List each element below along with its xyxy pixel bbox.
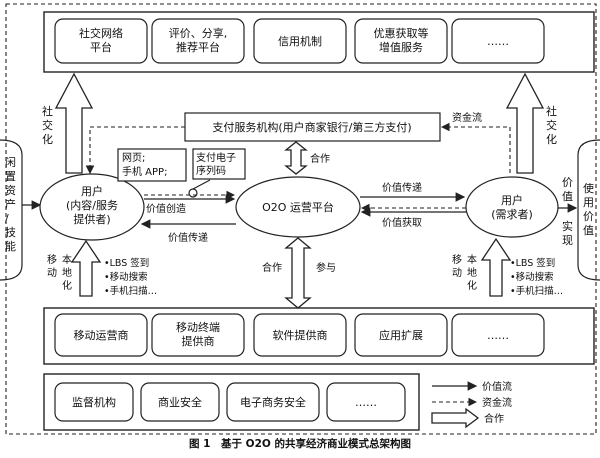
participate-label: 参与 xyxy=(316,261,336,274)
regulator-ecommerce-security xyxy=(226,382,320,422)
legend-capital-flow-label: 资金流 xyxy=(482,396,512,409)
value-gain-label: 价值获取 xyxy=(382,216,422,229)
use-value-bracket xyxy=(577,139,600,281)
partner-mobile-operator xyxy=(54,313,148,357)
capital-flow-top-label: 资金流 xyxy=(452,111,482,124)
platform-credit xyxy=(253,18,347,64)
partner-app-extension-label: 应用扩展 xyxy=(379,328,423,342)
mobile-local-right-label: 本移动地化 xyxy=(452,253,477,292)
legend-coop-label: 合作 xyxy=(484,412,504,425)
value-realize-label: 价值实现 xyxy=(562,176,573,247)
platform-credit-label: 信用机制 xyxy=(278,34,322,48)
partner-mobile-operator-label: 移动运营商 xyxy=(74,328,129,342)
regulator-business-security-label: 商业安全 xyxy=(158,395,202,409)
mobile-arrow-left xyxy=(70,239,102,297)
coop-arrow-bottom xyxy=(284,237,312,309)
platform-review-share-label: 评价、分享,推荐平台 xyxy=(169,26,228,54)
value-create-label: 价值创造 xyxy=(146,202,186,215)
idle-assets-label: 闲置资产/技能 xyxy=(5,155,16,253)
outer-frame xyxy=(5,3,597,435)
figure-caption: 图 1 基于 O2O 的共享经济商业模式总架构图 xyxy=(189,437,411,450)
platform-social-network xyxy=(54,18,148,64)
use-value-label: 使用价值 xyxy=(583,182,594,237)
top-platform-items: 社交网络平台 评价、分享,推荐平台 信用机制 优惠获取等增值服务 …… xyxy=(54,18,545,64)
regulator-more-label: …… xyxy=(355,396,377,409)
provider-user-label: 用户(内容/服务提供者) xyxy=(66,184,118,226)
regulator-supervision-label: 监督机构 xyxy=(72,395,116,409)
legend: 价值流 资金流 合作 xyxy=(431,380,512,429)
social-right-label: 社交化 xyxy=(546,104,557,146)
legend-coop-arrow xyxy=(431,407,480,429)
partner-terminal-provider-label: 移动终端提供商 xyxy=(176,320,220,348)
provider-user-ellipse xyxy=(39,173,145,241)
capital-flow-from-demand xyxy=(440,122,511,173)
partner-software-provider-label: 软件提供商 xyxy=(273,328,328,342)
junction-connector xyxy=(192,179,211,190)
regulator-business-security xyxy=(140,382,220,422)
partner-terminal-provider xyxy=(151,313,245,357)
coop-bottom-label: 合作 xyxy=(262,261,282,274)
mobile-local-left-label: 本移动地化 xyxy=(47,253,72,292)
partner-more-label: …… xyxy=(487,329,509,342)
platform-more-label: …… xyxy=(487,35,509,48)
partner-app-extension xyxy=(354,313,448,357)
junction-circle xyxy=(188,188,198,198)
o2o-platform-ellipse xyxy=(235,176,361,238)
demand-user-ellipse xyxy=(465,176,559,238)
regulator-group xyxy=(43,373,420,431)
platform-value-added xyxy=(354,18,448,64)
regulator-more xyxy=(326,382,406,422)
social-arrow-left xyxy=(54,72,94,174)
legend-value-flow-label: 价值流 xyxy=(482,380,512,393)
partner-group xyxy=(43,307,595,365)
pay-serial-label: 支付电子序列码 xyxy=(196,151,236,177)
partner-items: 移动运营商 移动终端提供商 软件提供商 应用扩展 …… xyxy=(54,313,545,357)
capital-flow-to-provider xyxy=(85,126,185,175)
web-app-label: 网页;手机 APP; xyxy=(122,152,167,178)
platform-review-share xyxy=(151,18,245,64)
payment-service-label: 支付服务机构(用户商家银行/第三方支付) xyxy=(212,120,411,134)
regulator-items: 监督机构 商业安全 电子商务安全 …… xyxy=(54,382,406,422)
idle-assets-bracket xyxy=(0,139,23,281)
value-pass-bottom-label: 价值传递 xyxy=(168,231,208,244)
coop-arrow-top xyxy=(284,141,308,175)
lbs-list-left: •LBS 签到•移动搜索•手机扫描… xyxy=(104,257,157,297)
pay-serial-box xyxy=(192,148,246,180)
regulator-ecommerce-security-label: 电子商务安全 xyxy=(240,395,306,409)
partner-software-provider xyxy=(253,313,347,357)
platform-value-added-label: 优惠获取等增值服务 xyxy=(374,26,429,54)
o2o-platform-label: O2O 运营平台 xyxy=(262,200,334,214)
social-left-label: 社交化 xyxy=(42,104,53,146)
demand-user-label: 用户(需求者) xyxy=(491,193,533,221)
mobile-arrow-right xyxy=(480,237,512,297)
platform-social-network-label: 社交网络平台 xyxy=(79,26,123,54)
coop-top-label: 合作 xyxy=(310,152,330,165)
social-arrow-right xyxy=(505,72,545,174)
lbs-list-right: •LBS 签到•移动搜索•手机扫描… xyxy=(510,257,563,297)
regulator-supervision xyxy=(54,382,134,422)
web-app-box xyxy=(117,148,187,182)
value-pass-right-label: 价值传递 xyxy=(382,181,422,194)
top-platform-group xyxy=(43,11,595,73)
partner-more xyxy=(451,313,545,357)
platform-more xyxy=(451,18,545,64)
